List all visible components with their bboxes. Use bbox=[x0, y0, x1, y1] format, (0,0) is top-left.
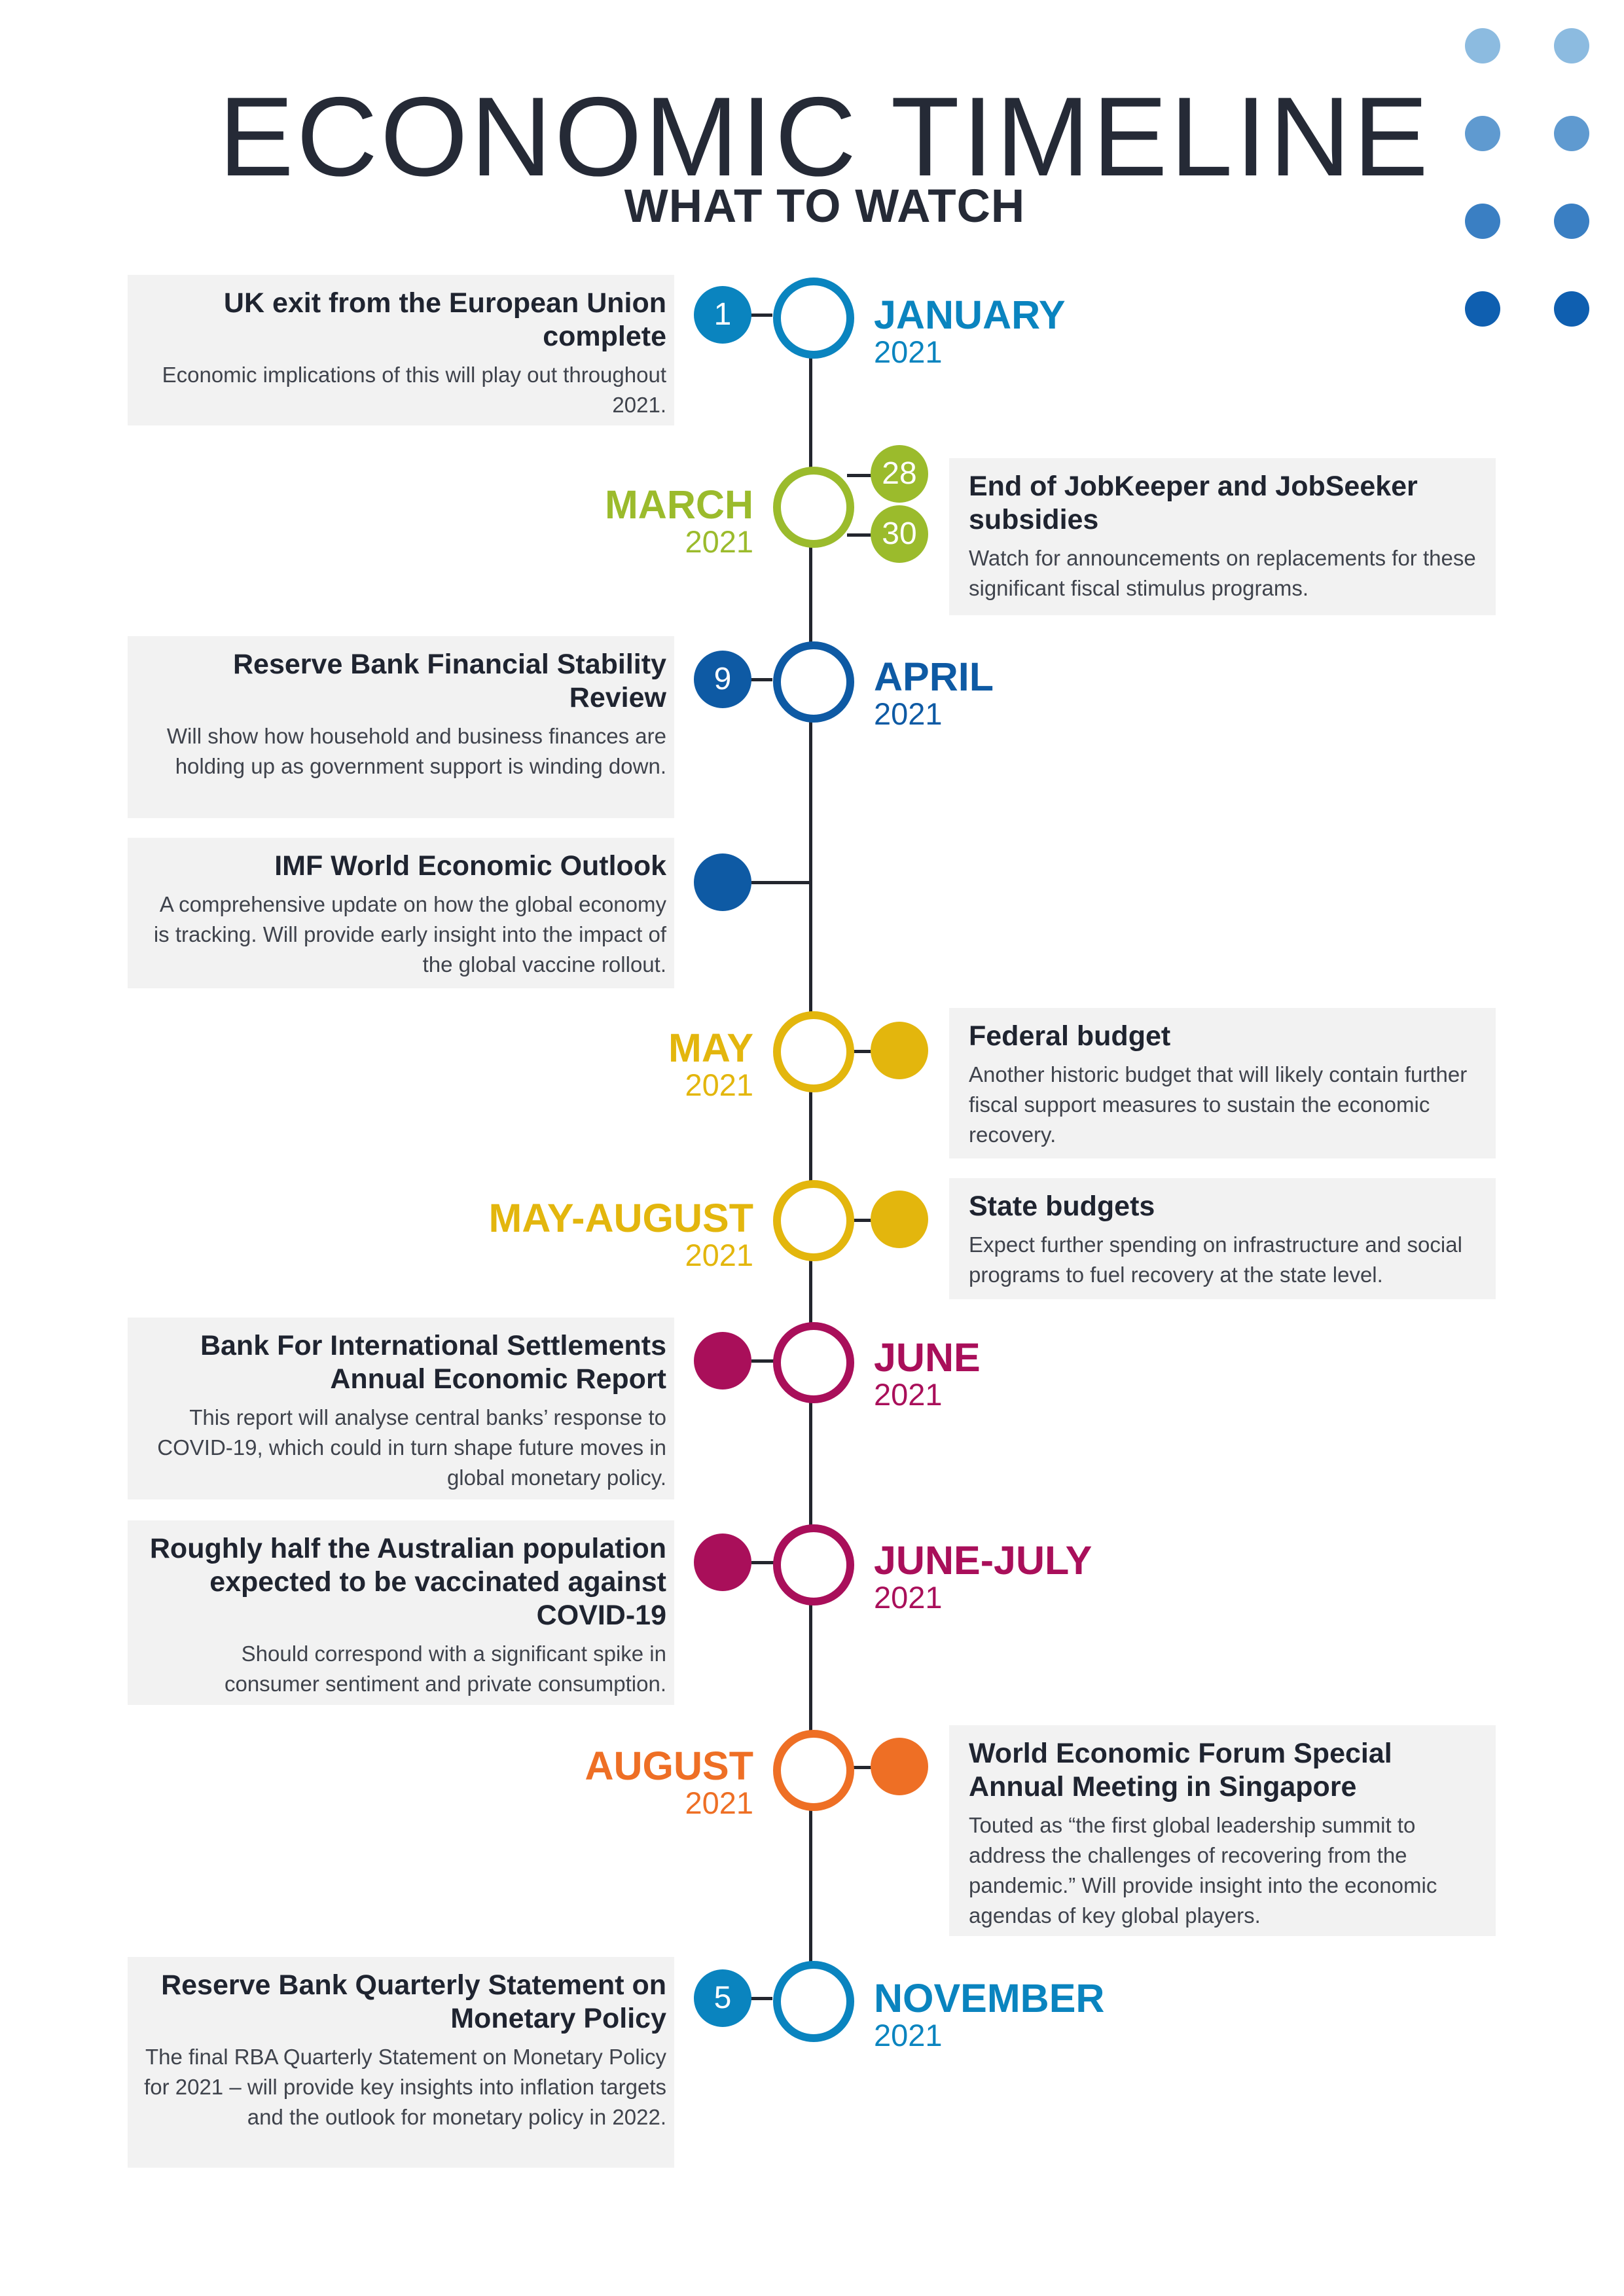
month-label-june-july: JUNE-JULY 2021 bbox=[874, 1540, 1092, 1615]
page-title: ECONOMIC TIMELINE bbox=[219, 74, 1431, 200]
month-year: 2021 bbox=[685, 1067, 753, 1102]
month-year: 2021 bbox=[685, 1785, 753, 1820]
event-marker bbox=[871, 1191, 928, 1248]
day-badge: 9 bbox=[694, 651, 751, 708]
event-marker bbox=[694, 853, 751, 911]
connector bbox=[746, 1997, 772, 2000]
month-label-january: JANUARY 2021 bbox=[874, 295, 1066, 369]
event-description: Economic implications of this will play … bbox=[162, 363, 666, 417]
day-badge: 28 bbox=[871, 445, 928, 503]
event-title: Reserve Bank Quarterly Statement on Mone… bbox=[161, 1969, 666, 2034]
event-card-rba-fsr: Reserve Bank Financial Stability Review … bbox=[128, 636, 674, 818]
month-year: 2021 bbox=[874, 334, 943, 369]
day-badge: 30 bbox=[871, 505, 928, 563]
event-description: A comprehensive update on how the global… bbox=[153, 892, 666, 977]
day-badge: 5 bbox=[694, 1969, 751, 2027]
month-label-june: JUNE 2021 bbox=[874, 1337, 981, 1412]
event-card-federal-budget: Federal budget Another historic budget t… bbox=[949, 1008, 1496, 1158]
connector bbox=[746, 314, 772, 317]
decor-dot bbox=[1554, 116, 1589, 151]
month-name: JUNE-JULY bbox=[874, 1538, 1092, 1583]
timeline-node-may-august bbox=[773, 1180, 854, 1261]
event-card-imf: IMF World Economic Outlook A comprehensi… bbox=[128, 838, 674, 988]
month-year: 2021 bbox=[685, 1238, 753, 1272]
timeline-spine bbox=[809, 314, 812, 2029]
decor-dot bbox=[1465, 291, 1500, 327]
day-badge: 1 bbox=[694, 286, 751, 344]
event-description: The final RBA Quarterly Statement on Mon… bbox=[144, 2045, 666, 2129]
event-card-state-budgets: State budgets Expect further spending on… bbox=[949, 1178, 1496, 1299]
connector bbox=[847, 474, 881, 477]
month-year: 2021 bbox=[874, 1377, 943, 1412]
event-title: Reserve Bank Financial Stability Review bbox=[233, 649, 666, 713]
event-marker bbox=[694, 1332, 751, 1390]
event-description: Watch for announcements on replacements … bbox=[969, 546, 1476, 600]
month-name: MAY-AUGUST bbox=[488, 1196, 753, 1240]
decor-dot bbox=[1554, 204, 1589, 239]
month-name: MARCH bbox=[604, 482, 753, 527]
event-description: Will show how household and business fin… bbox=[166, 724, 666, 778]
event-marker bbox=[871, 1022, 928, 1079]
month-label-november: NOVEMBER 2021 bbox=[874, 1978, 1104, 2053]
connector bbox=[751, 1359, 774, 1363]
timeline-node-may bbox=[773, 1011, 854, 1092]
month-name: JUNE bbox=[874, 1335, 981, 1380]
connector bbox=[847, 1219, 877, 1222]
decor-dot bbox=[1465, 28, 1500, 63]
month-label-march: MARCH 2021 bbox=[605, 484, 753, 559]
event-title: World Economic Forum Special Annual Meet… bbox=[969, 1738, 1392, 1803]
page-subtitle: WHAT TO WATCH bbox=[624, 181, 1026, 232]
timeline-node-november bbox=[773, 1961, 854, 2042]
event-card-bis: Bank For International Settlements Annua… bbox=[128, 1318, 674, 1499]
connector bbox=[746, 678, 772, 681]
connector bbox=[751, 881, 810, 884]
event-card-rba-smp: Reserve Bank Quarterly Statement on Mone… bbox=[128, 1957, 674, 2168]
decor-dot bbox=[1465, 204, 1500, 239]
month-name: AUGUST bbox=[585, 1744, 753, 1788]
event-title: IMF World Economic Outlook bbox=[274, 850, 666, 882]
event-marker bbox=[694, 1534, 751, 1591]
event-card-jobkeeper: End of JobKeeper and JobSeeker subsidies… bbox=[949, 458, 1496, 615]
timeline-node-june-july bbox=[773, 1524, 854, 1605]
month-label-april: APRIL 2021 bbox=[874, 656, 994, 731]
month-name: MAY bbox=[668, 1026, 753, 1070]
event-title: UK exit from the European Union complete bbox=[223, 287, 666, 352]
month-label-may-august: MAY-AUGUST 2021 bbox=[489, 1198, 753, 1272]
connector bbox=[847, 1050, 877, 1053]
month-year: 2021 bbox=[874, 2018, 943, 2053]
month-year: 2021 bbox=[874, 1580, 943, 1615]
event-description: Expect further spending on infrastructur… bbox=[969, 1232, 1462, 1287]
month-year: 2021 bbox=[874, 696, 943, 731]
decor-dot bbox=[1554, 291, 1589, 327]
event-title: Federal budget bbox=[969, 1020, 1171, 1052]
connector bbox=[751, 1561, 774, 1564]
month-label-august: AUGUST 2021 bbox=[585, 1746, 753, 1820]
timeline-node-august bbox=[773, 1730, 854, 1811]
event-description: Another historic budget that will likely… bbox=[969, 1062, 1468, 1147]
month-name: JANUARY bbox=[874, 293, 1066, 337]
timeline-node-april bbox=[773, 641, 854, 723]
decor-dot bbox=[1465, 116, 1500, 151]
event-title: Roughly half the Australian population e… bbox=[149, 1533, 666, 1631]
event-title: Bank For International Settlements Annua… bbox=[200, 1330, 666, 1395]
event-description: Should correspond with a significant spi… bbox=[224, 1641, 666, 1696]
event-description: Touted as “the first global leadership s… bbox=[969, 1813, 1437, 1928]
connector bbox=[847, 533, 881, 537]
event-card-wef: World Economic Forum Special Annual Meet… bbox=[949, 1725, 1496, 1936]
event-marker bbox=[871, 1738, 928, 1795]
timeline-node-june bbox=[773, 1322, 854, 1403]
timeline-node-march bbox=[773, 467, 854, 548]
month-name: NOVEMBER bbox=[874, 1976, 1105, 2020]
month-name: APRIL bbox=[874, 655, 994, 699]
decor-dot bbox=[1554, 28, 1589, 63]
connector bbox=[847, 1766, 877, 1769]
event-description: This report will analyse central banks’ … bbox=[157, 1405, 666, 1490]
month-year: 2021 bbox=[685, 524, 753, 559]
timeline-node-january bbox=[773, 278, 854, 359]
event-title: End of JobKeeper and JobSeeker subsidies bbox=[969, 471, 1418, 535]
event-card-vaccination: Roughly half the Australian population e… bbox=[128, 1520, 674, 1705]
month-label-may: MAY 2021 bbox=[668, 1028, 753, 1102]
event-card-brexit: UK exit from the European Union complete… bbox=[128, 275, 674, 425]
event-title: State budgets bbox=[969, 1191, 1155, 1222]
